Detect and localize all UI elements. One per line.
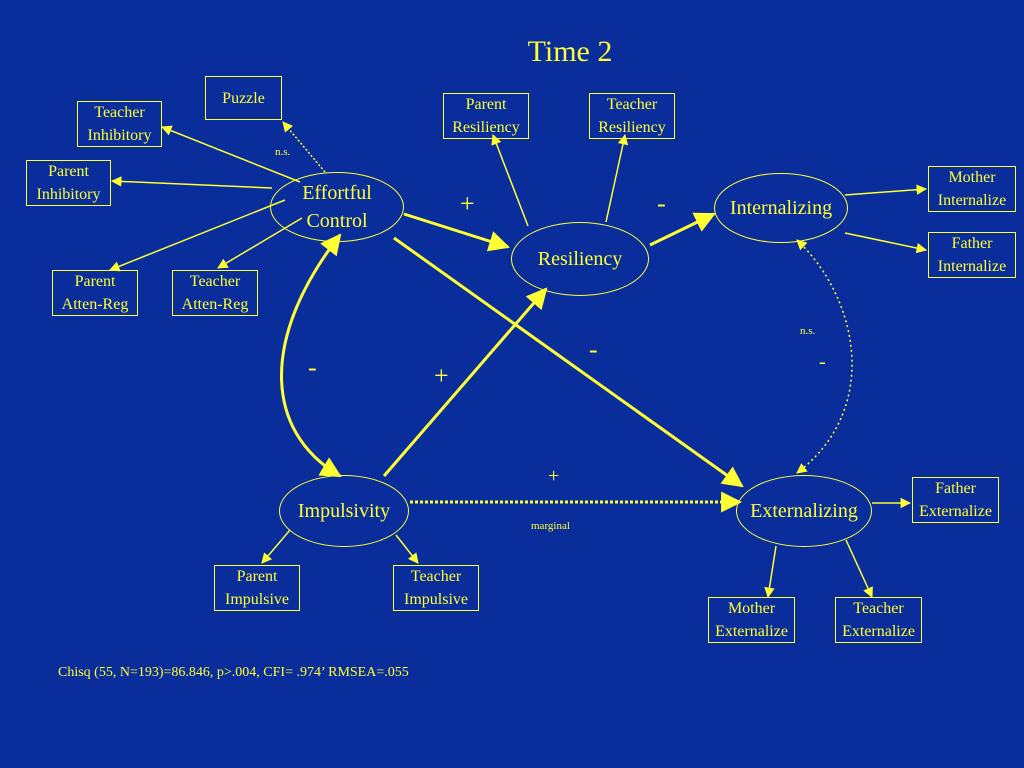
slide-title: Time 2: [527, 35, 613, 68]
path-impulsivity-to-resiliency: [382, 287, 548, 477]
indicator-parent-impulsive-line1: Parent: [236, 568, 278, 585]
indicator-parent-inhibitory: Parent Inhibitory: [26, 160, 111, 206]
label-ec-to-externalizing: -: [589, 335, 598, 364]
indicator-teacher-inhibitory-line1: Teacher: [94, 104, 145, 121]
latent-externalizing-label: Externalizing: [750, 500, 858, 522]
latent-resiliency: Resiliency: [511, 222, 649, 296]
indicator-parent-resiliency: Parent Resiliency: [443, 93, 529, 139]
path-resiliency-to-internalizing: [649, 212, 716, 247]
arrow-ext-teacher-externalize: [845, 539, 873, 598]
arrow-imp-parent-impulsive: [261, 529, 291, 564]
arrow-int-father-internalize: [844, 232, 928, 254]
indicator-teacher-atten-reg: Teacher Atten-Reg: [172, 270, 258, 316]
indicator-puzzle: Puzzle: [205, 76, 282, 120]
latent-internalizing-label: Internalizing: [729, 197, 833, 219]
label-resiliency-to-internalizing: -: [657, 189, 666, 218]
indicator-teacher-inhibitory: Teacher Inhibitory: [77, 101, 162, 147]
label-impulsivity-to-resiliency: +: [434, 361, 449, 390]
indicator-mother-internalize-line1: Mother: [948, 169, 996, 186]
indicator-mother-externalize-line2: Externalize: [715, 623, 788, 640]
indicator-mother-externalize: Mother Externalize: [708, 597, 795, 643]
latent-effortful-control: Effortful Control: [270, 172, 404, 242]
arrow-ext-mother-externalize: [764, 545, 777, 599]
indicator-teacher-externalize-line2: Externalize: [842, 623, 915, 640]
latent-effortful-control-line2: Control: [306, 210, 368, 232]
indicator-teacher-atten-reg-line1: Teacher: [189, 273, 241, 290]
label-internalizing-externalizing-sign: -: [819, 351, 826, 373]
arrow-res-teacher-resiliency: [605, 133, 629, 223]
indicator-parent-atten-reg: Parent Atten-Reg: [52, 270, 138, 316]
indicator-teacher-resiliency: Teacher Resiliency: [589, 93, 675, 139]
indicator-teacher-resiliency-line1: Teacher: [606, 96, 658, 113]
label-puzzle-ns: n.s.: [275, 146, 291, 158]
indicator-parent-atten-reg-line2: Atten-Reg: [61, 296, 129, 313]
indicator-teacher-impulsive: Teacher Impulsive: [393, 565, 479, 611]
latent-effortful-control-line1: Effortful: [302, 182, 372, 204]
model-fit-statistics: Chisq (55, N=193)=86.846, p>.004, CFI= .…: [58, 665, 409, 680]
indicator-teacher-impulsive-line1: Teacher: [410, 568, 462, 585]
arrow-res-parent-resiliency: [491, 134, 529, 227]
indicator-parent-atten-reg-line1: Parent: [74, 273, 116, 290]
indicator-parent-impulsive-line2: Impulsive: [225, 591, 289, 608]
label-internalizing-externalizing-ns: n.s.: [800, 325, 816, 337]
indicator-teacher-atten-reg-line2: Atten-Reg: [181, 296, 249, 313]
indicator-father-externalize-line1: Father: [935, 480, 976, 497]
label-ec-impulsivity: -: [308, 353, 317, 382]
arrow-imp-teacher-impulsive: [395, 534, 419, 564]
indicator-mother-internalize: Mother Internalize: [928, 166, 1016, 212]
indicator-parent-resiliency-line1: Parent: [465, 96, 507, 113]
indicator-father-internalize-line1: Father: [951, 235, 993, 252]
arrow-ec-parent-atten-reg: [109, 199, 286, 272]
latent-resiliency-label: Resiliency: [537, 248, 623, 270]
indicator-father-externalize-line2: Externalize: [919, 503, 992, 520]
path-ec-to-resiliency: [403, 212, 511, 252]
indicator-teacher-resiliency-line2: Resiliency: [598, 119, 666, 136]
latent-impulsivity: Impulsivity: [279, 475, 409, 547]
indicator-teacher-impulsive-line2: Impulsive: [404, 591, 468, 608]
arrow-int-mother-internalize: [844, 184, 928, 196]
indicator-parent-inhibitory-line1: Parent: [48, 163, 89, 180]
latent-externalizing: Externalizing: [736, 475, 872, 547]
arrow-ec-puzzle: [282, 121, 326, 173]
indicator-teacher-inhibitory-line2: Inhibitory: [87, 127, 152, 144]
label-ec-to-resiliency: +: [460, 189, 475, 218]
indicator-mother-internalize-line2: Internalize: [937, 192, 1007, 209]
arrow-ec-teacher-inhibitory: [161, 125, 301, 183]
indicator-father-internalize: Father Internalize: [928, 232, 1016, 278]
path-ec-impulsivity: [280, 233, 342, 478]
path-internalizing-externalizing: [796, 239, 853, 474]
indicator-mother-externalize-line1: Mother: [727, 600, 776, 617]
indicator-teacher-externalize: Teacher Externalize: [835, 597, 922, 643]
latent-impulsivity-label: Impulsivity: [297, 500, 391, 522]
indicator-parent-inhibitory-line2: Inhibitory: [36, 186, 101, 203]
label-impulsivity-to-externalizing-sign: +: [548, 465, 560, 487]
arrow-ec-parent-inhibitory: [110, 176, 273, 189]
indicator-parent-impulsive: Parent Impulsive: [214, 565, 300, 611]
label-impulsivity-to-externalizing-note: marginal: [531, 520, 570, 532]
indicator-father-internalize-line2: Internalize: [937, 258, 1007, 275]
indicator-father-externalize: Father Externalize: [912, 477, 999, 523]
indicator-parent-resiliency-line2: Resiliency: [452, 119, 520, 136]
indicator-teacher-externalize-line1: Teacher: [853, 600, 904, 617]
path-ec-to-externalizing: [393, 236, 744, 488]
indicator-puzzle-line1: Puzzle: [222, 89, 265, 107]
latent-internalizing: Internalizing: [714, 173, 848, 243]
